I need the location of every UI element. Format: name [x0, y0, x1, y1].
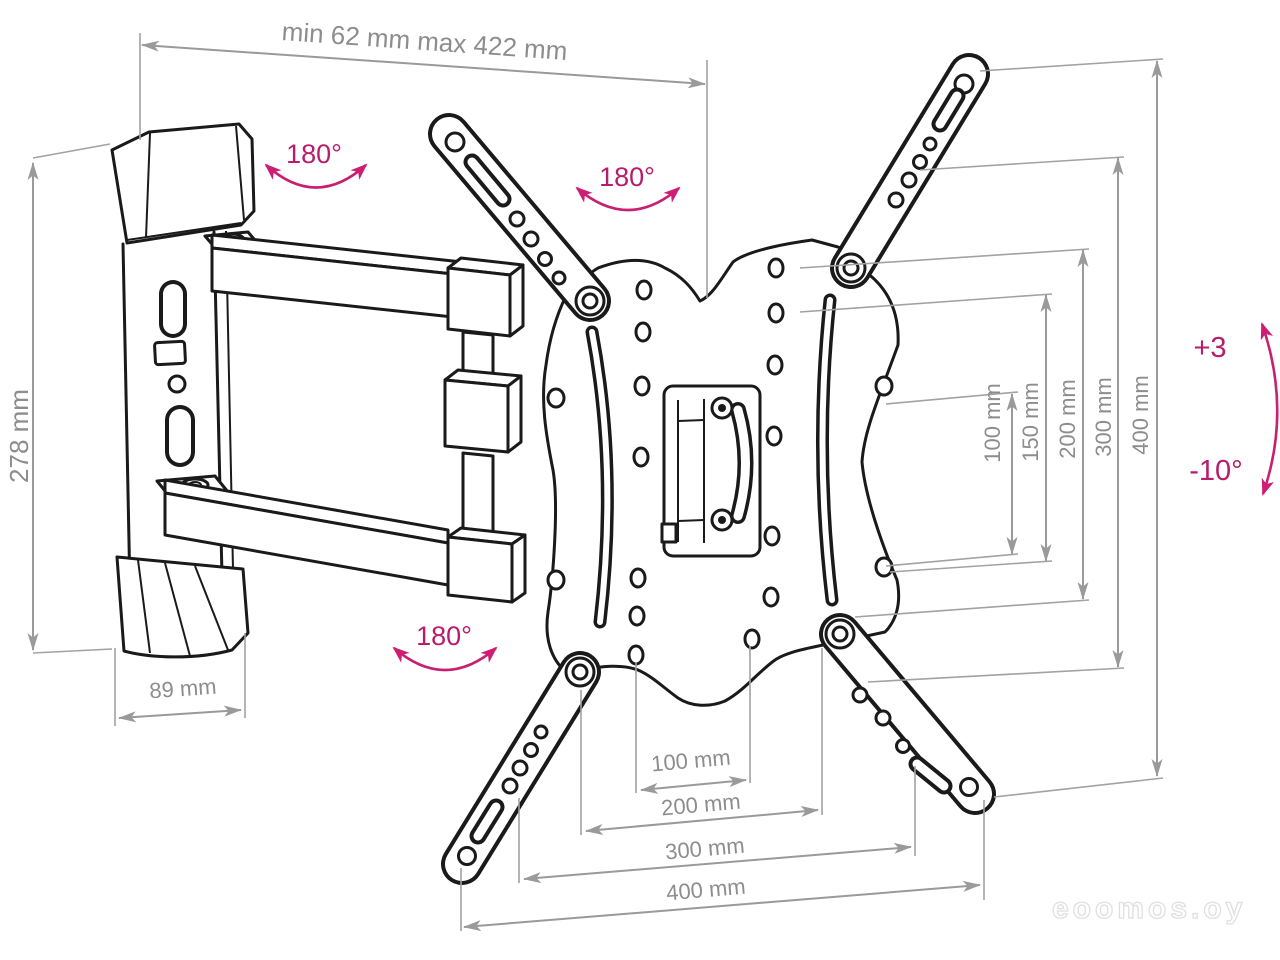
label-v150: 150 mm	[1018, 382, 1043, 461]
vesa-holes	[546, 257, 894, 666]
tilt-arrow	[1260, 322, 1279, 496]
dim-line-h400	[463, 880, 981, 932]
watermark: eoomos.oy	[1052, 892, 1246, 925]
center-bracket	[660, 384, 762, 558]
label-tilt-up: +3	[1193, 332, 1226, 364]
dim-line-h200	[585, 806, 819, 835]
mount-drawing	[110, 53, 996, 885]
label-v200: 200 mm	[1055, 379, 1080, 458]
label-h100: 100 mm	[650, 745, 731, 777]
dim-line-h100	[640, 776, 747, 794]
label-h300: 300 mm	[664, 833, 745, 865]
articulating-arms	[155, 230, 527, 604]
wall-plate	[110, 122, 256, 659]
label-v400: 400 mm	[1128, 375, 1153, 454]
label-swivel-lower: 180°	[416, 621, 472, 651]
wall-plate-bottom-cap	[115, 555, 250, 659]
label-plate-height: 278 mm	[4, 389, 34, 483]
swivel-arrow-wall	[264, 163, 368, 189]
rotation-annotations: 180° 180° 180° +3 -10°	[264, 139, 1279, 672]
label-tilt-down: -10°	[1189, 455, 1243, 487]
label-swivel-mid: 180°	[599, 162, 655, 192]
label-v100: 100 mm	[980, 383, 1005, 462]
strip-arm-bottom-right	[819, 613, 996, 815]
label-swivel-wall: 180°	[286, 139, 342, 169]
wall-plate-window	[153, 339, 187, 367]
dim-line-h300	[523, 842, 912, 884]
strip-arm-bottom-left	[441, 651, 601, 885]
label-v300: 300 mm	[1091, 377, 1116, 456]
dimension-annotations: min 62 mm max 422 mm 278 mm 89 mm 100 mm…	[4, 16, 1164, 932]
strip-arm-top-right	[830, 53, 990, 289]
dim-line-plate-width	[118, 705, 242, 723]
label-h200: 200 mm	[660, 789, 741, 821]
vesa-plate	[542, 238, 901, 707]
dim-line-arm-extension	[141, 40, 706, 89]
swivel-arrow-mid	[575, 186, 681, 212]
label-plate-width: 89 mm	[148, 674, 217, 704]
label-h400: 400 mm	[665, 874, 746, 906]
strip-arm-top-left	[428, 113, 611, 322]
swivel-arrow-lower	[392, 646, 498, 672]
